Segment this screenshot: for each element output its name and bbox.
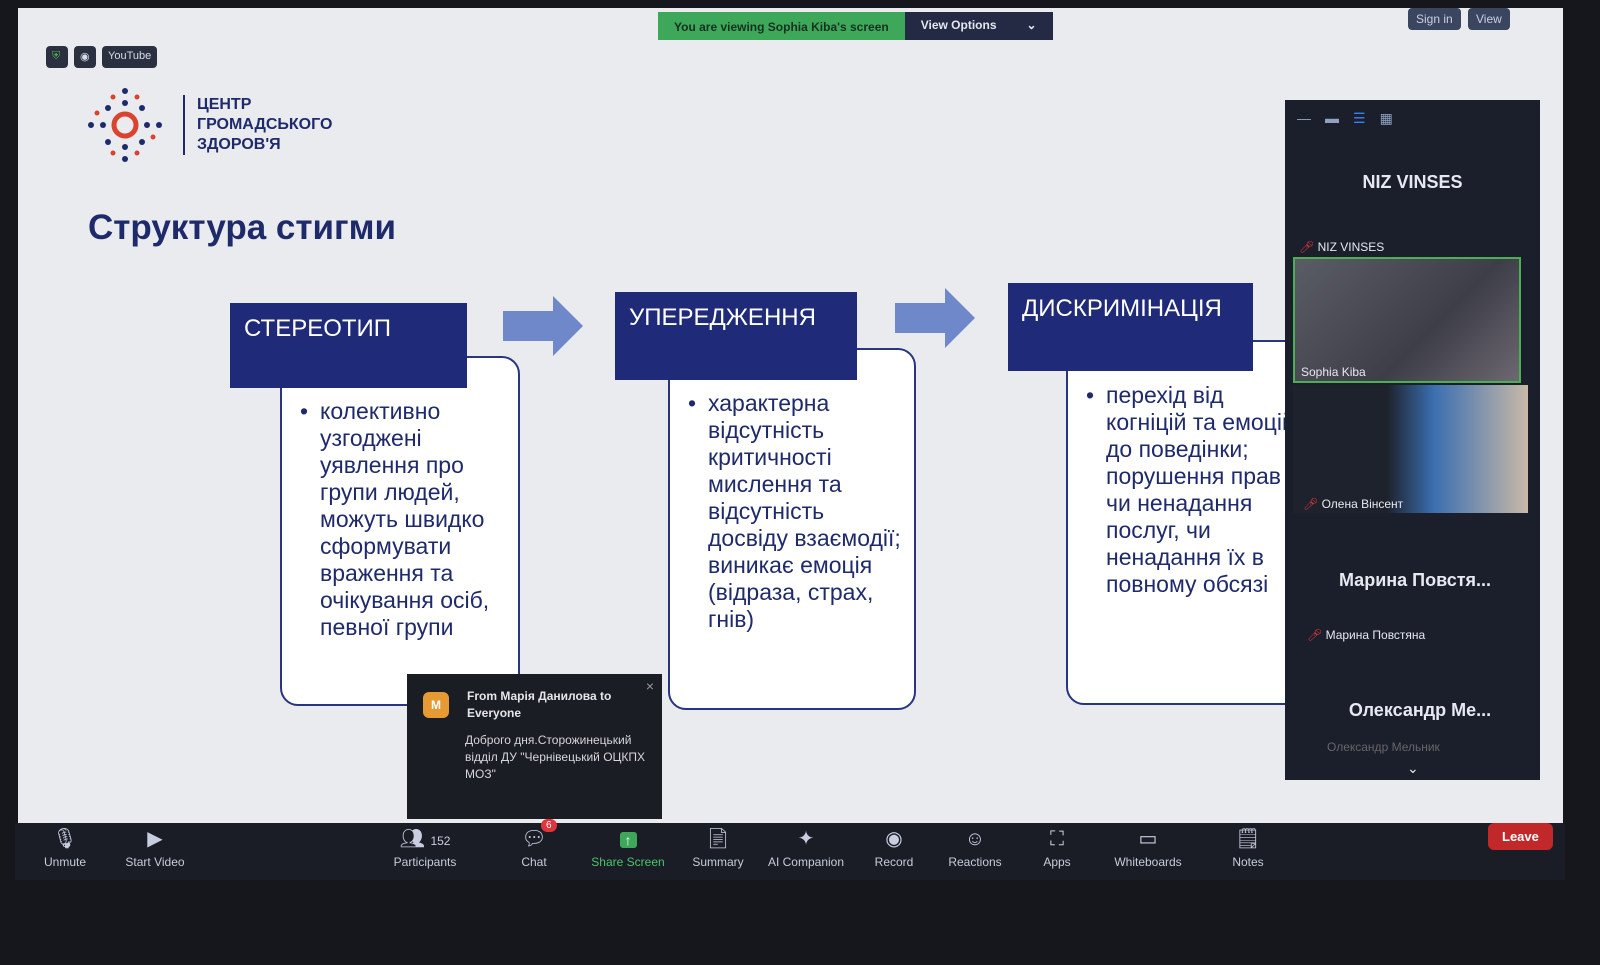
- discrimination-text: перехід від когніцій та емоцій до поведі…: [1086, 382, 1298, 598]
- unmute-button[interactable]: 🎙︎ Unmute: [20, 823, 110, 869]
- chat-message: Доброго дня.Сторожинецький відділ ДУ "Че…: [465, 733, 646, 781]
- participants-icon: 👥︎ 152: [399, 828, 451, 850]
- participant-name: Sophia Kiba: [1301, 365, 1366, 379]
- stereotype-header: СТЕРЕОТИП: [230, 303, 467, 388]
- chevron-down-icon: ⌄: [1026, 18, 1037, 32]
- discrimination-header: ДИСКРИМІНАЦІЯ: [1008, 283, 1253, 371]
- logo-mark-icon: [88, 88, 162, 162]
- apps-label: Apps: [1043, 855, 1071, 869]
- viewing-banner: You are viewing Sophia Kiba's screen Vie…: [658, 12, 1053, 40]
- view-options-button[interactable]: View Options ⌄: [904, 12, 1053, 40]
- whiteboards-label: Whiteboards: [1114, 855, 1182, 869]
- muted-mic-icon: 🎤︎: [1307, 628, 1323, 642]
- participant-name: Олександр Мельник: [1327, 740, 1440, 754]
- chat-notification[interactable]: M × From Марія Данилова to Everyone Добр…: [407, 674, 662, 819]
- minimize-icon[interactable]: —: [1297, 110, 1311, 126]
- notes-button[interactable]: 🗒︎ Notes: [1203, 823, 1293, 869]
- stereotype-text: колективно узгоджені уявлення про групи …: [300, 398, 512, 641]
- prejudice-header: УПЕРЕДЖЕННЯ: [615, 292, 857, 380]
- participant-name-title: Олександр Ме...: [1348, 700, 1492, 720]
- participant-name: Марина Повстяна: [1325, 628, 1426, 642]
- summary-label: Summary: [692, 855, 744, 869]
- participant-name-title: Марина Повстя...: [1338, 570, 1492, 590]
- participant-count: 152: [430, 834, 451, 848]
- reactions-label: Reactions: [948, 855, 1002, 869]
- participant-label: 🎤︎ Олена Вінсент: [1303, 497, 1403, 511]
- whiteboards-button[interactable]: ▭ Whiteboards: [1103, 823, 1193, 869]
- security-bar: ⛨ ◉ YouTube: [46, 46, 158, 68]
- record-button[interactable]: ◉ Record: [849, 823, 939, 869]
- prejudice-text: характерна відсутність критичності мисле…: [688, 390, 908, 633]
- summary-icon: 📄︎: [705, 828, 731, 850]
- apps-icon: ⛶: [1050, 828, 1064, 850]
- speaker-view-icon[interactable]: ☰: [1353, 110, 1366, 126]
- video-off-icon: ▶︎: [147, 828, 163, 850]
- muted-mic-icon: 🎙︎: [52, 828, 78, 850]
- view-button[interactable]: View: [1468, 8, 1510, 30]
- video-tile-olena[interactable]: 🎤︎ Олена Вінсент: [1293, 385, 1528, 513]
- arrow-right-icon: [895, 288, 975, 348]
- stream-youtube-button[interactable]: YouTube: [102, 46, 158, 68]
- prejudice-box: характерна відсутність критичності мисле…: [668, 348, 916, 710]
- notes-label: Notes: [1232, 855, 1264, 869]
- muted-mic-icon: 🎤︎: [1299, 240, 1315, 254]
- viewing-status: You are viewing Sophia Kiba's screen: [658, 12, 905, 40]
- apps-button[interactable]: ⛶ Apps: [1012, 823, 1102, 869]
- arrow-right-icon: [503, 296, 583, 356]
- participant-label: 🎤︎ Марина Повстяна: [1307, 628, 1425, 642]
- share-screen-icon: ↑: [583, 823, 673, 855]
- view-options-label: View Options: [920, 18, 997, 32]
- notes-icon: 🗒︎: [1235, 828, 1261, 850]
- participant-name: NIZ VINSES: [1317, 240, 1385, 254]
- reactions-button[interactable]: ☺ Reactions: [930, 823, 1020, 869]
- grid-view-icon[interactable]: ▦: [1379, 110, 1393, 126]
- reactions-icon: ☺: [964, 828, 986, 850]
- logo-line: ГРОМАДСЬКОГО: [197, 116, 333, 133]
- logo: ЦЕНТР ГРОМАДСЬКОГО ЗДОРОВ'Я: [83, 83, 332, 167]
- leave-button[interactable]: Leave: [1488, 823, 1553, 850]
- scroll-down-icon[interactable]: ⌄: [1407, 760, 1419, 776]
- chat-label: Chat: [521, 855, 547, 869]
- hide-video-icon[interactable]: ▬: [1325, 110, 1339, 126]
- whiteboard-icon: ▭: [1138, 828, 1158, 850]
- ai-companion-label: AI Companion: [767, 855, 845, 869]
- close-icon[interactable]: ×: [645, 678, 654, 694]
- participant-name: Олена Вінсент: [1321, 497, 1404, 511]
- chat-badge: 6: [541, 819, 557, 832]
- sparkle-icon: ✦: [797, 828, 815, 850]
- gallery-view-controls: — ▬ ☰ ▦: [1285, 100, 1540, 137]
- sender-avatar: M: [423, 692, 449, 718]
- participant-label: 🎤︎ NIZ VINSES: [1299, 240, 1384, 254]
- live-icon[interactable]: ◉: [74, 46, 96, 68]
- summary-button[interactable]: 📄︎ Summary: [673, 823, 763, 869]
- record-icon: ◉: [885, 828, 903, 850]
- slide-title: Структура стигми: [88, 208, 397, 247]
- share-screen-button[interactable]: ↑Share Screen: [583, 823, 673, 869]
- ai-companion-button[interactable]: ✦ AI Companion: [761, 823, 851, 869]
- participant-gallery: — ▬ ☰ ▦ NIZ VINSES 🎤︎ NIZ VINSES Sophia …: [1285, 100, 1540, 780]
- start-video-label: Start Video: [125, 855, 185, 869]
- muted-mic-icon: 🎤︎: [1303, 497, 1319, 511]
- participant-name-title: NIZ VINSES: [1362, 172, 1463, 192]
- unmute-label: Unmute: [43, 855, 87, 869]
- video-tile-sophia[interactable]: Sophia Kiba: [1293, 257, 1521, 383]
- start-video-button[interactable]: ▶︎ Start Video: [110, 823, 200, 869]
- logo-line: ЗДОРОВ'Я: [197, 136, 281, 153]
- share-screen-label: Share Screen: [591, 855, 665, 869]
- participants-label: Participants: [393, 855, 457, 869]
- stereotype-box: колективно узгоджені уявлення про групи …: [280, 356, 520, 706]
- sign-in-button[interactable]: Sign in: [1408, 8, 1461, 30]
- logo-text: ЦЕНТР ГРОМАДСЬКОГО ЗДОРОВ'Я: [183, 95, 332, 155]
- record-label: Record: [874, 855, 914, 869]
- logo-line: ЦЕНТР: [197, 96, 252, 113]
- chat-icon: 💬︎: [521, 828, 547, 850]
- chat-sender: From Марія Данилова to Everyone: [467, 689, 612, 720]
- shield-icon[interactable]: ⛨: [46, 46, 68, 68]
- discrimination-box: перехід від когніцій та емоцій до поведі…: [1066, 340, 1306, 705]
